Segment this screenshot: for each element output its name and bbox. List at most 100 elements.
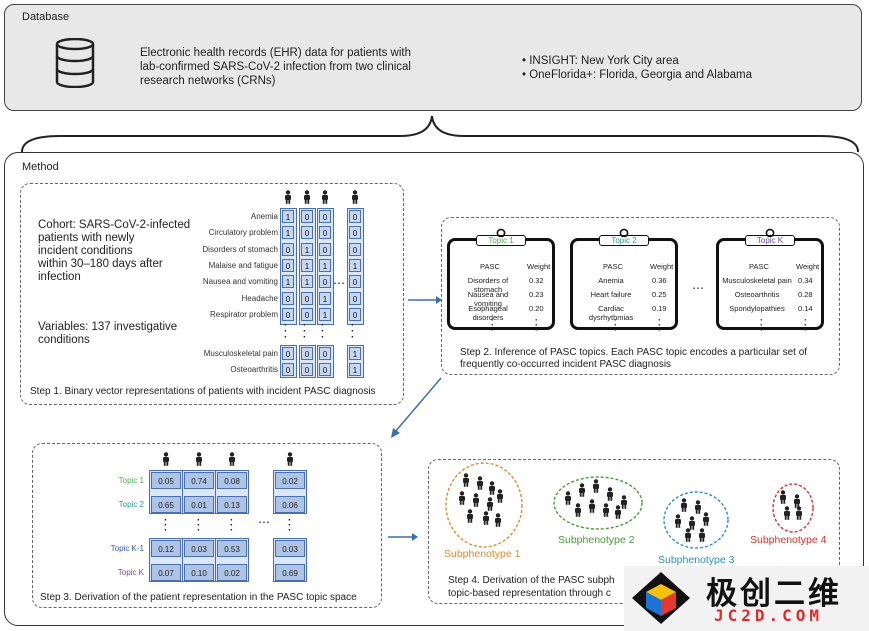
- cube-logo-icon: [632, 572, 690, 624]
- binary-cell: 1: [349, 347, 361, 360]
- patient-icon: [495, 513, 501, 527]
- binary-cell: 1: [282, 226, 294, 240]
- method-panel: [4, 152, 864, 626]
- topic-clipboard: [570, 238, 678, 330]
- subphenotype-label: Subphenotype 3: [658, 554, 735, 566]
- topic-weight-cell: 0.10: [184, 564, 214, 581]
- vertical-ellipsis: ···: [491, 315, 494, 335]
- step1-panel: [20, 183, 404, 405]
- binary-cell: 0: [282, 258, 294, 272]
- step2-caption: Step 2. Inference of PASC topics. Each P…: [460, 347, 808, 370]
- brace-connector: [21, 115, 859, 153]
- binary-cell: 0: [349, 242, 361, 256]
- patient-icon: [689, 516, 695, 530]
- step2-ellipsis: ⋯: [692, 281, 704, 295]
- binary-cell: 1: [301, 242, 313, 256]
- patient-icon: [463, 473, 469, 487]
- patient-icon: [615, 505, 621, 519]
- clipboard-clip-icon: [765, 228, 775, 237]
- condition-label: Disorders of stomach: [202, 244, 278, 254]
- binary-cell: 0: [301, 226, 313, 240]
- patient-icon: [607, 487, 613, 501]
- condition-label: Anemia: [250, 212, 278, 221]
- arrow-step2-step3: [391, 377, 442, 438]
- patient-icon: [229, 452, 235, 466]
- topic-weight-cell: 0.03: [184, 540, 214, 557]
- pasc-weight: 0.14: [798, 304, 813, 313]
- topic-weight-cell: 0.08: [217, 472, 247, 489]
- matrix-ellipsis: ⋯: [333, 276, 345, 290]
- patient-icon: [483, 511, 489, 525]
- pasc-weight: 0.34: [798, 276, 813, 285]
- cohort-description: Cohort: SARS-CoV-2-infected patients wit…: [38, 219, 191, 283]
- topic-tab: Topic K: [745, 235, 795, 246]
- patient-icon: [477, 476, 483, 490]
- subphenotype-label: Subphenotype 4: [750, 534, 827, 546]
- pasc-condition: Osteoarthritis: [734, 290, 780, 299]
- database-icon: [55, 38, 95, 88]
- binary-cell: 0: [349, 210, 361, 223]
- patient-icon: [796, 506, 802, 520]
- condition-label: Respirator problem: [209, 309, 278, 319]
- pasc-weight: 0.28: [798, 290, 813, 299]
- topic-weight-cell: 0.05: [151, 472, 181, 489]
- binary-cell: 1: [349, 258, 361, 272]
- patient-icon: [304, 190, 310, 204]
- cluster-ellipse: [445, 462, 523, 548]
- clipboard-clip-icon: [619, 228, 629, 237]
- topic-weight-cell: 0.53: [217, 540, 247, 557]
- patient-icon: [196, 452, 202, 466]
- vertical-ellipsis: ···: [658, 315, 661, 335]
- topic-row-label: Topic K-1: [110, 544, 144, 553]
- pasc-condition: Esophageal disorders: [468, 304, 508, 322]
- topic-weight-cell: 0.07: [151, 564, 181, 581]
- vertical-ellipsis: ···: [284, 320, 288, 343]
- topic-weight-cell: 0.12: [151, 540, 181, 557]
- binary-cell: 1: [319, 307, 331, 321]
- vertical-ellipsis: ···: [760, 315, 763, 335]
- watermark-en: JC2D.COM: [714, 606, 824, 625]
- pasc-condition: Disorders of stomach: [467, 276, 509, 294]
- weight-header: Weight: [650, 262, 674, 271]
- pasc-condition: Heart failure: [590, 290, 632, 299]
- binary-cell: 0: [301, 291, 313, 305]
- pasc-weight: 0.23: [529, 290, 544, 299]
- patient-icon: [603, 503, 609, 517]
- binary-cell: 0: [301, 347, 313, 360]
- pasc-condition: Musculoskeletal pain: [722, 276, 792, 285]
- topic-weight-cell: 0.65: [151, 496, 181, 513]
- clipboard-clip-icon: [496, 228, 506, 237]
- cluster-ellipse: [772, 483, 814, 533]
- patient-icon: [287, 452, 293, 466]
- arrow-step3-step4: [388, 533, 418, 541]
- patient-icon: [487, 497, 493, 511]
- topic-weight-cell: 0.01: [184, 496, 214, 513]
- cluster-ellipse: [663, 491, 729, 549]
- patient-icon: [565, 491, 571, 505]
- weight-header: Weight: [527, 262, 551, 271]
- binary-cell: 1: [319, 258, 331, 272]
- pasc-weight: 0.36: [652, 276, 667, 285]
- binary-cell: 0: [282, 363, 294, 376]
- method-title: Method: [22, 161, 59, 173]
- binary-cell: 0: [301, 210, 313, 223]
- binary-cell: 0: [282, 242, 294, 256]
- topic-weight-cell: 0.74: [184, 472, 214, 489]
- step2-panel: [441, 217, 840, 375]
- binary-cell: 1: [319, 291, 331, 305]
- subphenotype-label: Subphenotype 2: [558, 534, 635, 546]
- watermark-cn: 极创二维: [706, 576, 842, 611]
- vertical-ellipsis: ···: [614, 315, 617, 335]
- database-title: Database: [22, 11, 70, 23]
- patient-icon: [285, 190, 291, 204]
- patient-icon: [621, 495, 627, 509]
- vertical-ellipsis: ···: [535, 315, 538, 335]
- topic-weight-cell: 0.13: [217, 496, 247, 513]
- patient-icon: [794, 494, 800, 508]
- patient-icon: [681, 498, 687, 512]
- patient-icon: [589, 499, 595, 513]
- topic-weight-cell: 0.69: [275, 564, 305, 581]
- topic-clipboard: [716, 238, 824, 330]
- patient-icon: [473, 493, 479, 507]
- patient-icon: [675, 514, 681, 528]
